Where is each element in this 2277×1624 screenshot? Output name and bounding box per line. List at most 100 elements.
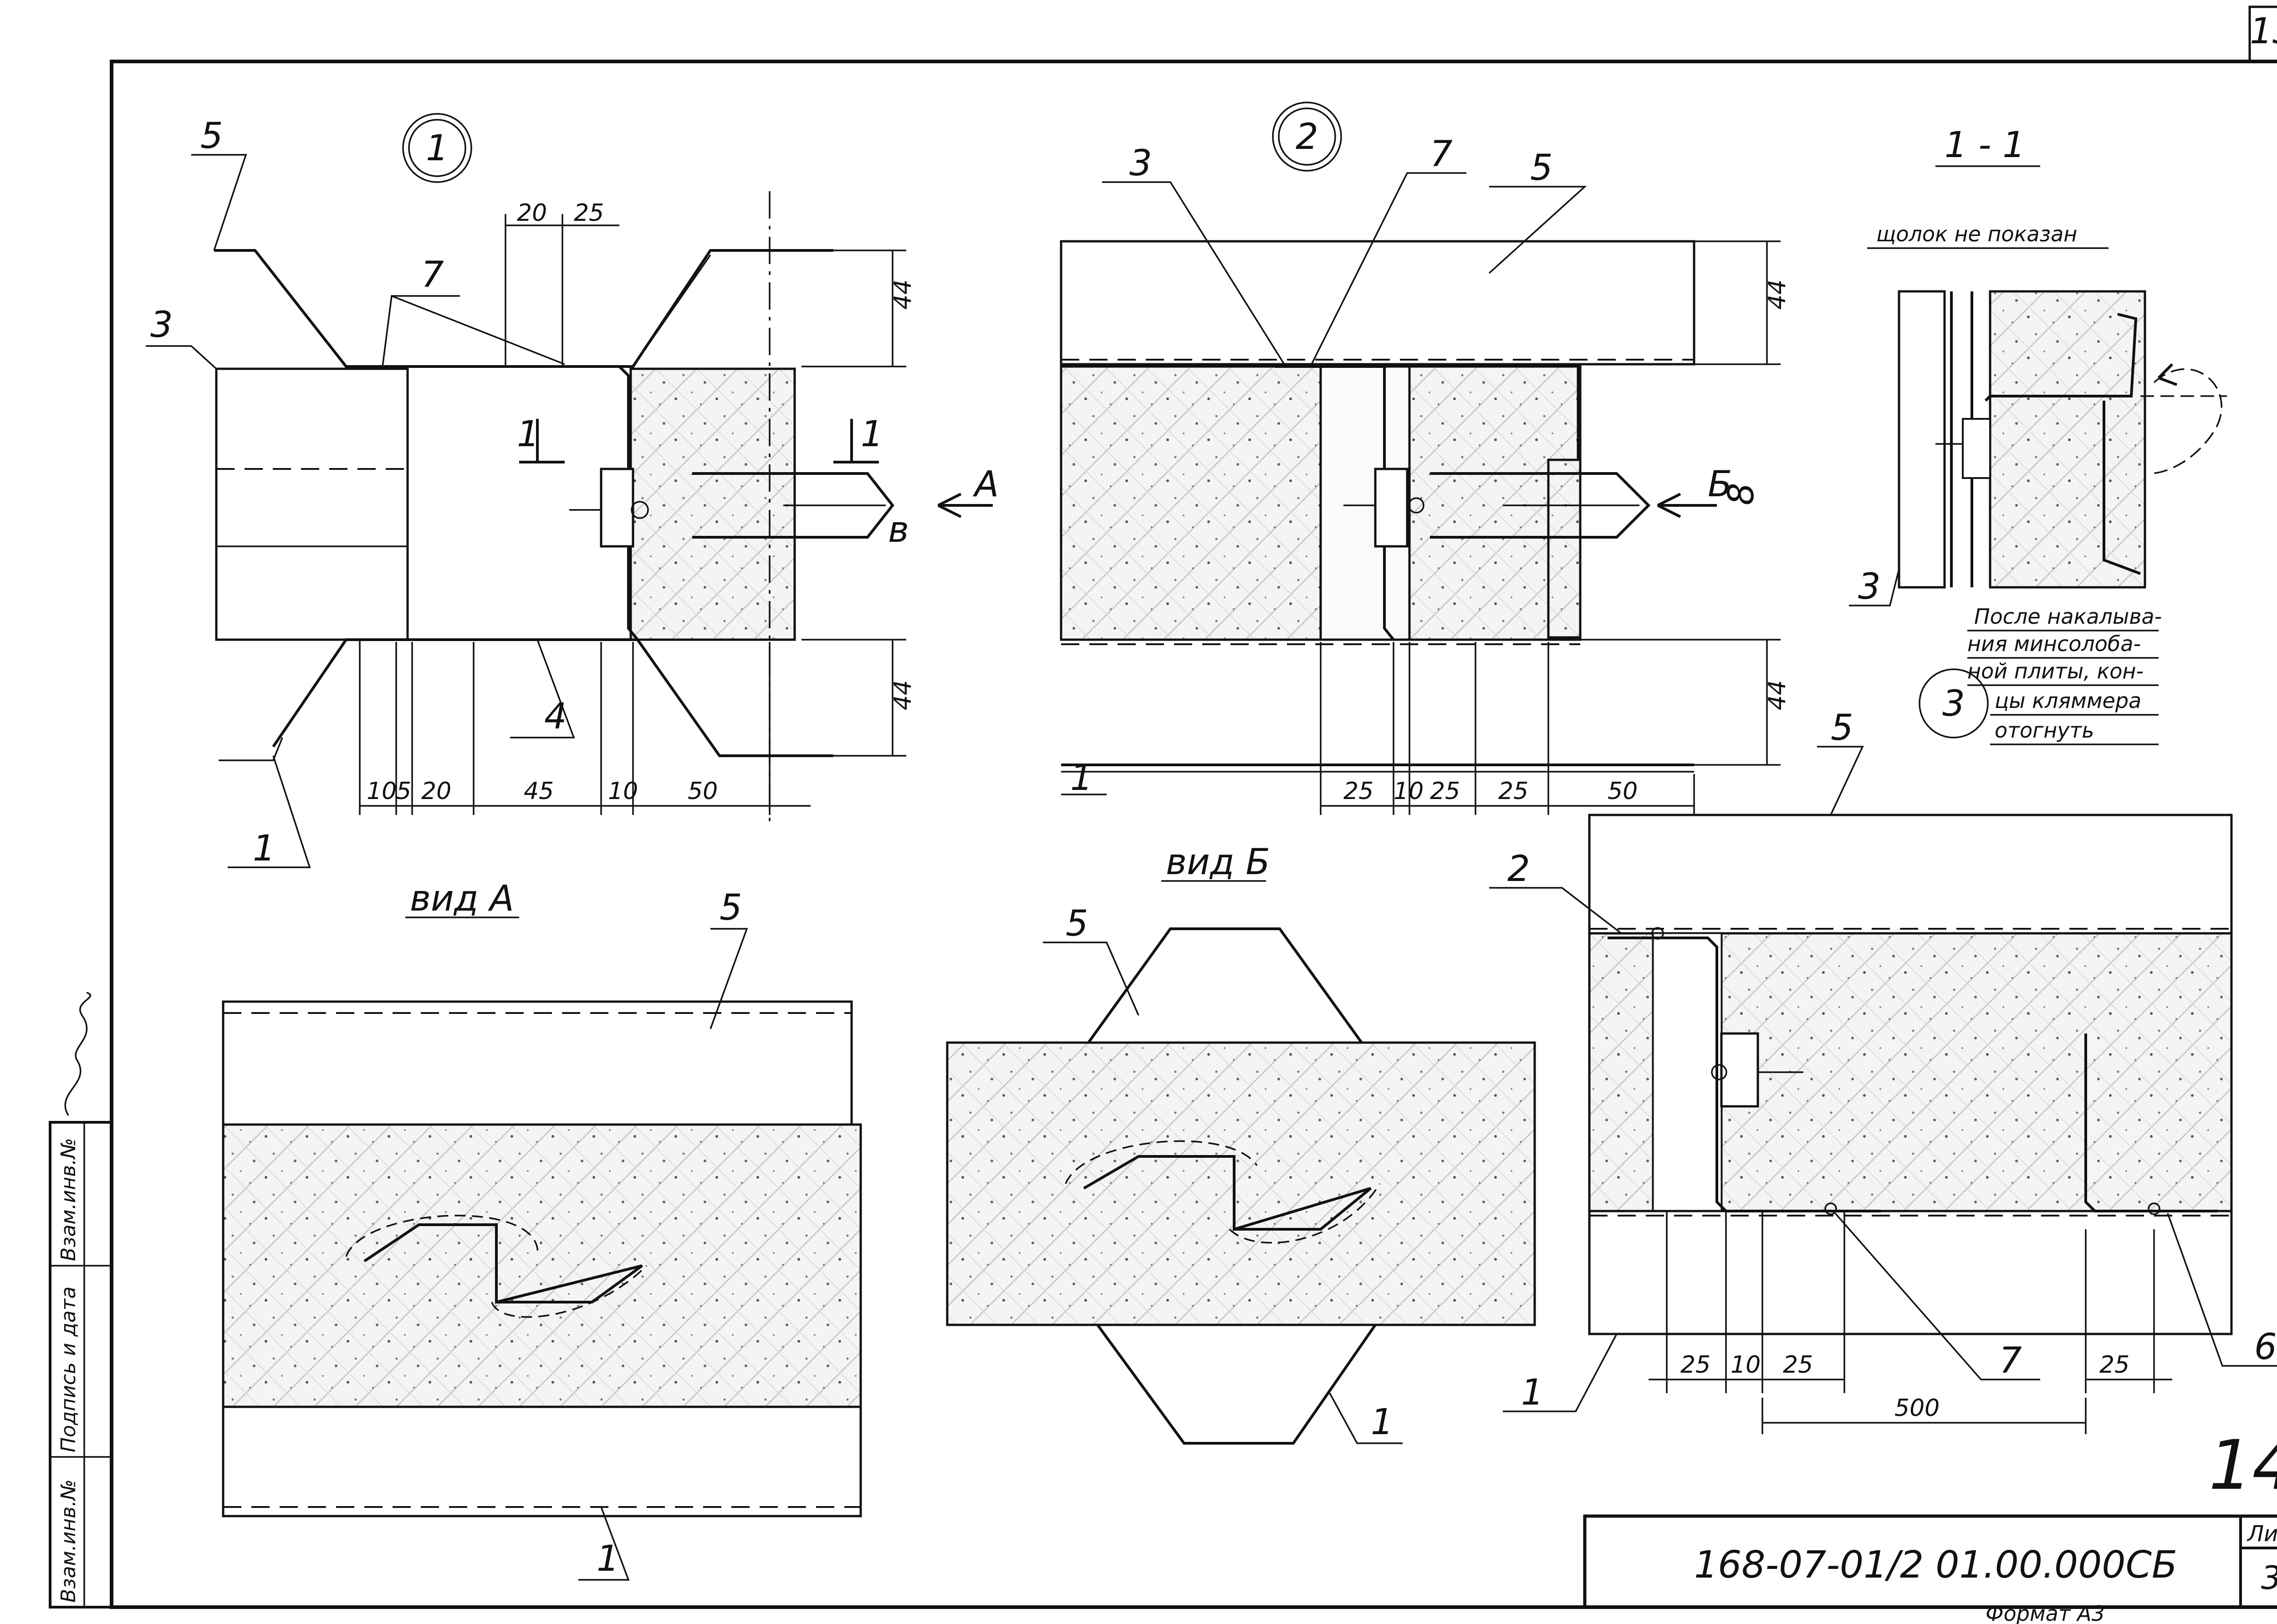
- svg-text:7: 7: [1999, 1340, 2022, 1381]
- stamp-column: Взам.инв.№ Подпись и дата Взам.инв.№: [49, 992, 113, 1609]
- stamp-inv-no: Взам.инв.№: [57, 1479, 80, 1603]
- svg-text:5: 5: [1066, 903, 1088, 944]
- corner-number-box: [2248, 5, 2277, 63]
- view2-sheet-top: [1060, 240, 1695, 366]
- plan-sheet-bottom: [1588, 1210, 2233, 1335]
- svg-text:ния минсолоба-: ния минсолоба-: [1967, 631, 2141, 656]
- vid-b-foam: [946, 1041, 1536, 1326]
- vid-b-sheet-bottom: [1096, 1324, 1377, 1445]
- svg-text:А: А: [972, 464, 999, 505]
- vid-b-clamp-cut: [1083, 1155, 1372, 1232]
- svg-text:7: 7: [421, 255, 444, 295]
- section-1-1: 1 - 1 щолок не показан 3 3 После накалыв…: [1849, 125, 2227, 745]
- section-note-top: щолок не показан: [1876, 222, 2077, 246]
- view2-circle-label: 2: [1296, 117, 1318, 158]
- svg-text:25: 25: [1343, 778, 1373, 805]
- svg-text:6: 6: [2254, 1327, 2277, 1368]
- view1-profile-top: [214, 249, 833, 368]
- sheet-frame: [110, 60, 2277, 1609]
- vid-a-sheet-top: [222, 1000, 853, 1126]
- vid-a-foam: [222, 1123, 862, 1408]
- svg-text:2: 2: [1507, 849, 1530, 890]
- svg-text:3: 3: [1129, 143, 1152, 184]
- plan-view: 5 2 7 6 1 25 10 25 25 500: [1489, 708, 2277, 1434]
- svg-text:5: 5: [720, 887, 742, 928]
- detail3-circle: [1919, 668, 1989, 738]
- svg-text:Б: Б: [1708, 464, 1732, 505]
- svg-text:1: 1: [1371, 1402, 1394, 1443]
- svg-text:4: 4: [544, 696, 567, 737]
- svg-text:отогнуть: отогнуть: [1995, 718, 2094, 743]
- svg-text:44: 44: [889, 680, 917, 710]
- svg-text:25: 25: [2099, 1351, 2129, 1379]
- svg-text:7: 7: [1430, 134, 1453, 175]
- stamp-orig-inv: Взам.инв.№: [57, 1138, 80, 1261]
- plan-foam-main: [1720, 932, 2233, 1212]
- view1-circle: [402, 113, 472, 183]
- svg-text:8: 8: [1721, 483, 1762, 505]
- vid-b-title: вид Б: [1166, 842, 1270, 883]
- svg-text:цы кляммера: цы кляммера: [1995, 688, 2141, 713]
- svg-text:3: 3: [150, 305, 173, 346]
- svg-text:44: 44: [1764, 680, 1791, 710]
- view1-clamp: [410, 365, 639, 641]
- svg-text:20: 20: [421, 778, 451, 805]
- sheet-number: 3: [2261, 1559, 2277, 1597]
- svg-text:1: 1: [253, 828, 276, 869]
- svg-text:5: 5: [1831, 708, 1853, 748]
- handwritten-signature: [64, 992, 92, 1116]
- svg-text:45: 45: [524, 778, 554, 805]
- view2-foam-left: [1060, 365, 1322, 641]
- svg-text:50: 50: [688, 778, 718, 805]
- view-1: 1 А в 1 1 5 3 7: [146, 113, 999, 869]
- svg-text:44: 44: [1764, 280, 1791, 310]
- svg-text:5: 5: [200, 116, 223, 157]
- svg-text:1: 1: [1070, 758, 1093, 799]
- svg-text:1: 1: [517, 414, 540, 455]
- svg-text:25: 25: [574, 199, 604, 227]
- view1-purlin: [215, 367, 409, 641]
- format-label: Формат А3: [1986, 1601, 2105, 1624]
- view2-circle: [1272, 102, 1342, 172]
- section-title: 1 - 1: [1945, 125, 2025, 166]
- svg-text:1: 1: [1521, 1372, 1544, 1413]
- svg-text:1: 1: [597, 1538, 619, 1579]
- section-foam: [1989, 290, 2146, 589]
- svg-text:25: 25: [1680, 1351, 1710, 1379]
- view1-circle-label: 1: [426, 128, 449, 169]
- view1-foam-block: [629, 367, 796, 641]
- svg-text:25: 25: [1498, 778, 1528, 805]
- svg-text:3: 3: [1858, 566, 1881, 607]
- section-purlin: [1898, 290, 1946, 589]
- svg-text:5: 5: [396, 778, 411, 805]
- svg-text:44: 44: [889, 280, 917, 310]
- svg-text:10: 10: [608, 778, 638, 805]
- handwritten-number: 14: [2209, 1426, 2277, 1505]
- svg-text:25: 25: [1783, 1351, 1813, 1379]
- svg-text:500: 500: [1894, 1395, 1940, 1422]
- svg-text:в: в: [888, 509, 909, 550]
- svg-text:25: 25: [1430, 778, 1460, 805]
- svg-text:50: 50: [1608, 778, 1638, 805]
- vid-b-sheet-top: [1087, 927, 1363, 1044]
- plan-sheet-top: [1588, 814, 2233, 935]
- svg-text:10: 10: [367, 778, 397, 805]
- stamp-sign-date: Подпись и дата: [57, 1287, 80, 1452]
- plan-foam-left: [1588, 932, 1654, 1212]
- plan-clamp-2: [2084, 1033, 2218, 1212]
- vid-a-sheet-bottom: [222, 1405, 862, 1517]
- section-clamp: [1984, 313, 2138, 402]
- svg-text:После накалыва-: После накалыва-: [1974, 604, 2162, 629]
- view-b: вид Б 5 1: [946, 842, 1536, 1445]
- svg-text:ной плиты, кон-: ной плиты, кон-: [1967, 659, 2144, 683]
- view-a: вид А 5 1: [222, 878, 862, 1581]
- corner-number: 13: [2250, 11, 2277, 52]
- doc-code: 168-07-01/2 01.00.000СБ: [1694, 1543, 2177, 1587]
- detail3-note: После накалыва- ния минсолоба- ной плиты…: [1967, 604, 2162, 745]
- detail3-circle-label: 3: [1942, 683, 1965, 724]
- title-block: 168-07-01/2 01.00.000СБ Лист 3: [1583, 1514, 2277, 1609]
- sheet-label: Лист: [2246, 1521, 2277, 1547]
- plan-clamp: [1608, 937, 1881, 1212]
- vid-a-title: вид А: [410, 878, 514, 919]
- view-2: 2 Б 8 3 7 5 1 44 44 25 10: [1060, 102, 1791, 815]
